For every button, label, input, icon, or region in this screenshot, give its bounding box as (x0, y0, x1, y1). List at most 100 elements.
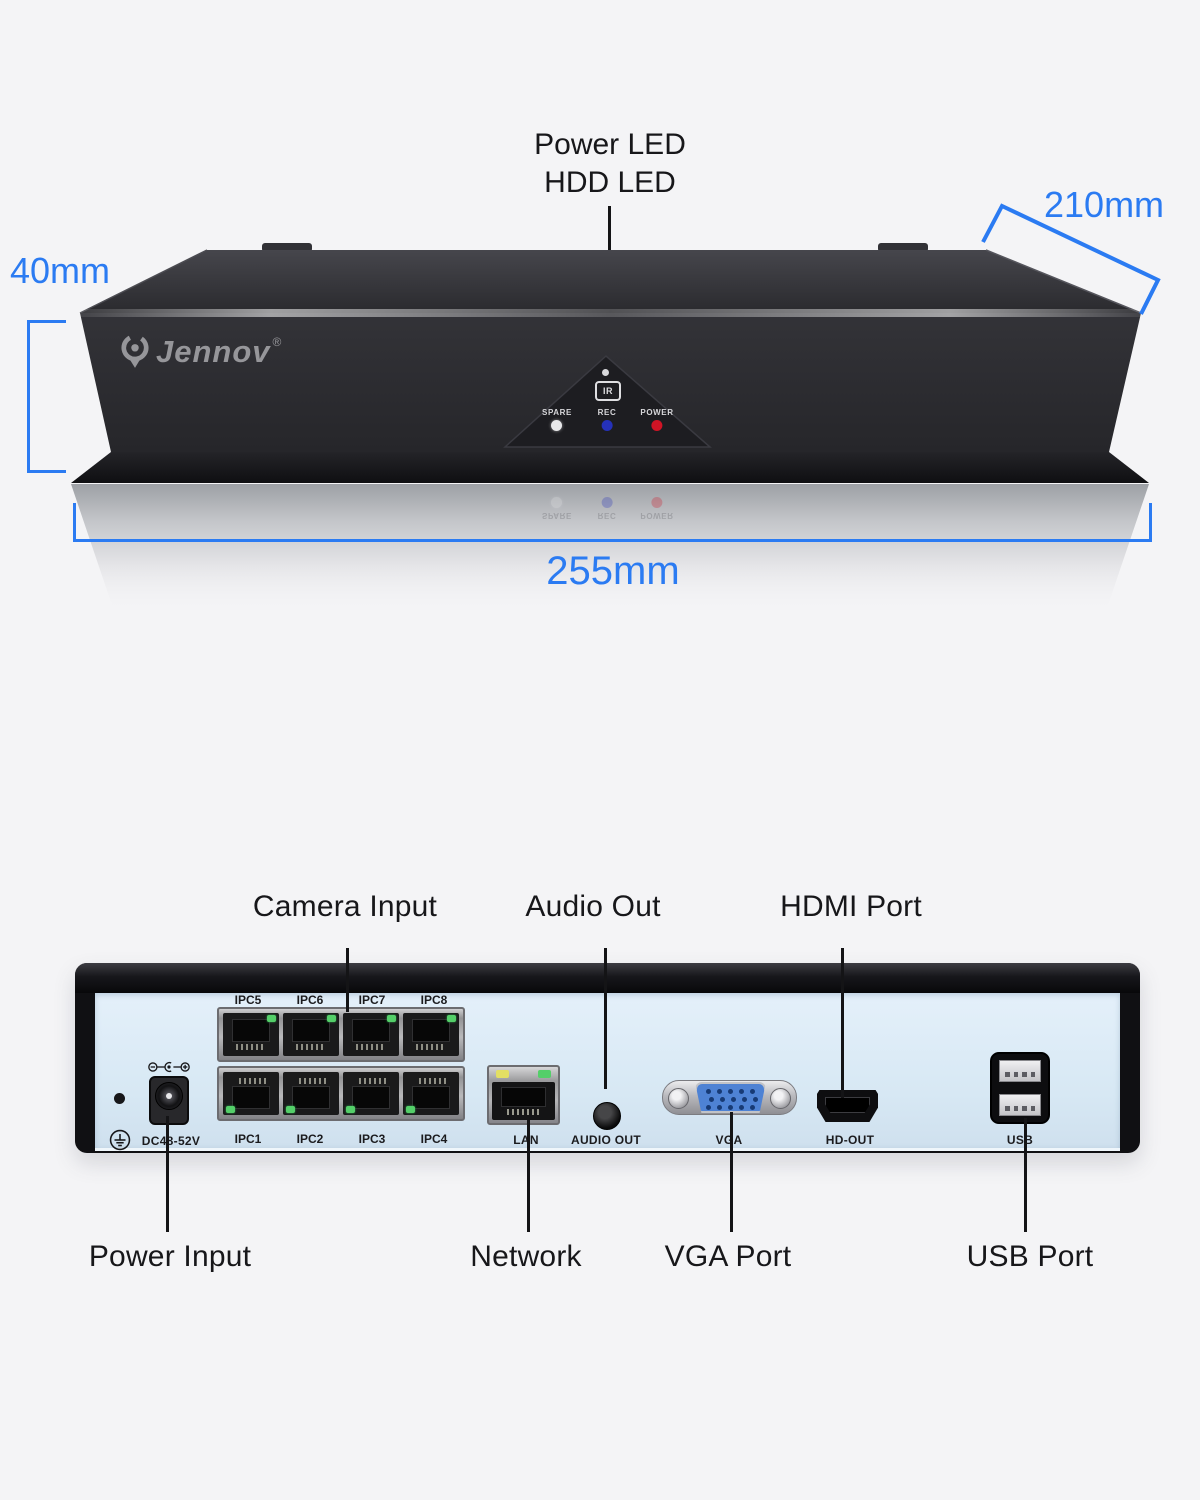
front-base (71, 452, 1149, 483)
brand-name: Jennov (156, 334, 271, 369)
lan-led-yellow (496, 1070, 509, 1078)
audio-out-callout: Audio Out (525, 890, 661, 923)
vga-label: VGA (715, 1133, 743, 1147)
ipc-port-row-top (217, 1007, 465, 1062)
front-led-power: POWER (640, 408, 673, 431)
ethernet-port-ipc4 (403, 1072, 459, 1115)
audio-out-label: AUDIO OUT (570, 1133, 642, 1147)
hdmi-leader-line (841, 948, 844, 1098)
back-panel: DC48-52V IPC5 IPC6 IPC7 IPC8 IP (95, 993, 1120, 1151)
front-led-callout: Power LED HDD LED (534, 126, 686, 202)
dim-width-bracket-tick-right (1149, 503, 1152, 542)
dim-height-bracket-tick-top (27, 320, 66, 323)
power-led-status-label: POWER (640, 408, 674, 417)
lan-label: LAN (513, 1133, 539, 1147)
ground-icon (109, 1129, 131, 1151)
spare-led-dot (551, 420, 563, 431)
top-foot-bump-left (262, 243, 312, 252)
top-foot-bump-right (878, 243, 928, 252)
lan-led-green (538, 1070, 551, 1078)
front-sheen-strip (80, 309, 1141, 317)
front-device-illustration (71, 203, 1161, 614)
registered-mark: ® (272, 335, 282, 349)
power-led-dot (602, 369, 609, 376)
brand-logo: Jennov ® (121, 334, 281, 370)
dim-depth-label: 210mm (1044, 184, 1165, 225)
dim-width-bracket-tick-left (73, 503, 76, 542)
vga-screw-right (770, 1088, 791, 1109)
camera-input-callout: Camera Input (252, 890, 438, 923)
front-reflection-leds: SPARE REC POWER (0, 486, 1200, 520)
front-top-face (80, 250, 1141, 313)
ethernet-port-ipc1 (223, 1072, 279, 1115)
usb-label: USB (1006, 1133, 1034, 1147)
port-led (346, 1106, 355, 1113)
vga-port-callout: VGA Port (664, 1240, 792, 1273)
dim-height-bracket-tick-bottom (27, 470, 66, 473)
ipc7-label: IPC7 (358, 993, 386, 1007)
ethernet-port-ipc2 (283, 1072, 339, 1115)
brand-pin-icon (121, 334, 149, 368)
power-led-status-dot (651, 420, 663, 431)
usb-ports (990, 1052, 1050, 1124)
hdmi-port-callout: HDMI Port (780, 890, 922, 923)
ethernet-port-ipc5 (223, 1013, 279, 1056)
ethernet-port-ipc7 (343, 1013, 399, 1056)
power-led-label: Power LED (534, 128, 686, 161)
reflection-led-spare: SPARE (542, 497, 572, 520)
ipc8-label: IPC8 (420, 993, 448, 1007)
power-input-callout: Power Input (88, 1240, 252, 1273)
reset-hole (114, 1093, 125, 1104)
vga-port (662, 1080, 797, 1115)
dim-width-label: 255mm (546, 549, 680, 593)
port-led (327, 1015, 336, 1022)
hdd-led-label: HDD LED (544, 166, 676, 199)
dc-power-jack (149, 1076, 189, 1125)
front-led-rec: REC (598, 408, 617, 431)
ipc-port-row-bottom (217, 1066, 465, 1121)
port-led (226, 1106, 235, 1113)
dc-polarity-icon (148, 1061, 190, 1073)
dim-height-label: 40mm (10, 250, 111, 291)
dim-depth-bracket (981, 203, 1161, 315)
audio-out-jack (593, 1102, 621, 1130)
ipc1-label: IPC1 (234, 1132, 262, 1146)
ipc2-label: IPC2 (296, 1132, 324, 1146)
vga-screw-left (668, 1088, 689, 1109)
vga-connector (695, 1082, 766, 1113)
network-leader-line (527, 1120, 530, 1232)
ipc-bottom-labels: IPC1 IPC2 IPC3 IPC4 (217, 1132, 465, 1146)
lan-port (487, 1065, 560, 1125)
front-led-spare: SPARE (542, 408, 572, 431)
back-top-bar (75, 963, 1140, 993)
network-callout: Network (470, 1240, 582, 1273)
top-right-edge (985, 249, 1142, 314)
usb-leader-line (1024, 1118, 1027, 1232)
spare-led-label: SPARE (542, 408, 572, 417)
rec-led-dot (601, 420, 613, 431)
rec-led-label: REC (597, 408, 617, 417)
ipc5-label: IPC5 (234, 993, 262, 1007)
dim-height-bracket-line (27, 320, 30, 473)
ipc3-label: IPC3 (358, 1132, 386, 1146)
usb-socket-bottom (999, 1094, 1041, 1116)
power-input-leader-line (166, 1116, 169, 1232)
front-reflection (71, 484, 1149, 614)
usb-socket-top (999, 1060, 1041, 1082)
ipc4-label: IPC4 (420, 1132, 448, 1146)
back-device-chassis: DC48-52V IPC5 IPC6 IPC7 IPC8 IP (75, 963, 1140, 1153)
vga-leader-line (730, 1112, 733, 1232)
ir-receiver-icon: IR (595, 381, 621, 401)
reflection-led-rec: REC (598, 497, 616, 520)
lan-port-socket (492, 1082, 555, 1120)
ethernet-port-ipc8 (403, 1013, 459, 1056)
port-led (267, 1015, 276, 1022)
usb-port-callout: USB Port (966, 1240, 1094, 1273)
top-left-edge (79, 249, 208, 314)
hdmi-port (817, 1090, 878, 1122)
lan-leds (492, 1070, 555, 1080)
ipc-top-labels: IPC5 IPC6 IPC7 IPC8 (217, 993, 465, 1007)
reflection-led-power: POWER (640, 497, 674, 520)
ipc6-label: IPC6 (296, 993, 324, 1007)
